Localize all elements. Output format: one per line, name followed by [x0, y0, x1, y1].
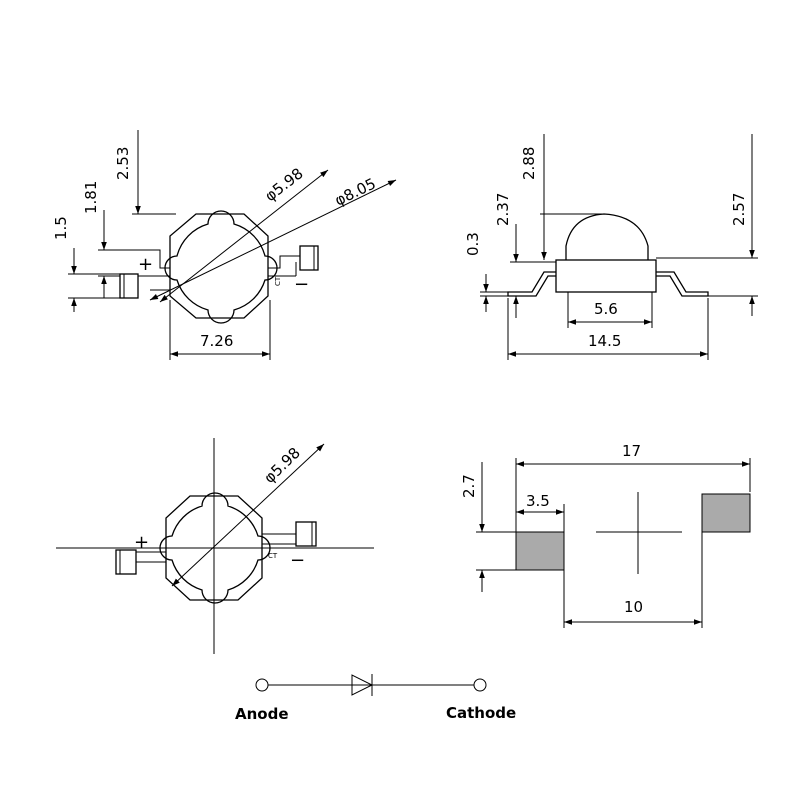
dim-1-81-label: 1.81 [82, 181, 100, 214]
top-view-plus: + [138, 254, 153, 275]
diode-schematic: Anode Cathode [235, 674, 516, 723]
dim-14-5-label: 14.5 [588, 332, 621, 350]
dim-10-label: 10 [624, 598, 643, 616]
top-view-right-lead-pad [299, 245, 319, 271]
side-view: 2.88 2.37 0.3 2.57 5.6 14.5 [464, 134, 758, 360]
bottom-view-cathode-mark: CT [268, 552, 278, 560]
anode-label: Anode [235, 705, 289, 723]
bottom-view-right-lead [262, 533, 296, 545]
side-view-left-lead [507, 271, 556, 297]
cathode-label: Cathode [446, 704, 516, 722]
dim-bottom-dia-leader [171, 443, 325, 587]
bottom-view-plus: + [134, 532, 149, 553]
diode-symbol [351, 674, 374, 696]
top-view: + − CT 2.53 1.81 1.5 φ5.98 φ8.05 7.26 [52, 130, 397, 360]
dim-dia-5-98-label: φ5.98 [261, 164, 306, 205]
side-view-body [555, 259, 657, 293]
bottom-view-right-lead-pad [295, 521, 317, 547]
dim-2-53-label: 2.53 [114, 147, 132, 180]
pad-footprint: 2.7 3.5 17 10 [460, 442, 751, 628]
dim-2-7-label: 2.7 [460, 474, 478, 498]
bottom-view-left-lead-pad [115, 549, 137, 575]
bottom-view: + − CT φ5.98 [56, 438, 374, 654]
dim-1-5-label: 1.5 [52, 216, 70, 240]
dim-0-3-label: 0.3 [464, 232, 482, 256]
dim-2-37-label: 2.37 [494, 193, 512, 226]
anode-terminal [255, 678, 269, 692]
top-view-cathode-mark: CT [274, 276, 282, 286]
dim-bottom-dia-label: φ5.98 [260, 444, 304, 487]
dim-2-57-label: 2.57 [730, 193, 748, 226]
top-view-minus: − [294, 274, 309, 295]
side-view-right-lead [656, 271, 709, 297]
dim-7-26-label: 7.26 [200, 332, 233, 350]
bottom-view-left-lead [136, 551, 166, 563]
footprint-left-pad [515, 531, 565, 571]
cathode-terminal [473, 678, 487, 692]
dim-dia-8-05-leader [149, 179, 397, 301]
dim-2-88-label: 2.88 [520, 147, 538, 180]
dim-3-5-label: 3.5 [526, 492, 550, 510]
dim-5-6-label: 5.6 [594, 300, 618, 318]
bottom-view-minus: − [290, 550, 305, 571]
side-view-lens-dome [565, 213, 649, 260]
top-view-left-lead-pad [119, 273, 139, 299]
dim-17-label: 17 [622, 442, 641, 460]
dim-dia-8-05-label: φ8.05 [332, 174, 379, 209]
footprint-right-pad [701, 493, 751, 533]
